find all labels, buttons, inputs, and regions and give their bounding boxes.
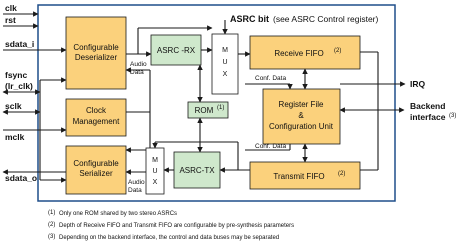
clock-management-block bbox=[65, 98, 127, 137]
mux-top bbox=[211, 33, 239, 95]
footnote-1-sup: (1) bbox=[48, 210, 55, 216]
conf-data-label-top: Conf. Data bbox=[255, 75, 286, 82]
pin-sdata-o: sdata_o bbox=[5, 173, 37, 183]
rom-sup: (1) bbox=[217, 105, 224, 111]
pin-clk: clk bbox=[5, 3, 17, 13]
regfile-label-3: Configuration Unit bbox=[269, 122, 334, 131]
rom-block bbox=[187, 101, 229, 119]
footnote-3-text: Depending on the backend interface, the … bbox=[59, 235, 279, 241]
regfile-label-1: Register File bbox=[279, 100, 324, 109]
asrc-tx-block bbox=[173, 151, 221, 189]
pin-sdata-i: sdata_i bbox=[5, 39, 34, 49]
footnote-3-sup: (3) bbox=[48, 234, 55, 240]
transmit-fifo-label: Transmit FIFO bbox=[273, 172, 324, 181]
clock-management-label-1: Clock bbox=[86, 106, 107, 115]
mux-bottom-x: X bbox=[153, 179, 158, 186]
asrc-tx-label: ASRC-TX bbox=[179, 166, 215, 175]
regfile-label-2: & bbox=[298, 111, 304, 120]
pin-rst: rst bbox=[5, 15, 16, 25]
footnote-1-text: Only one ROM shared by two stereo ASRCs bbox=[59, 211, 177, 217]
pin-fsync: fsync bbox=[5, 70, 27, 80]
transmit-fifo-sup: (2) bbox=[338, 171, 345, 177]
mux-bottom-u: U bbox=[152, 168, 157, 175]
clock-management-label-2: Management bbox=[73, 117, 120, 126]
receive-fifo-sup: (2) bbox=[334, 48, 341, 54]
serializer-label-2: Serializer bbox=[79, 169, 113, 178]
pin-backend-2: interface bbox=[410, 112, 446, 122]
audio-label-rx: Audio bbox=[130, 61, 147, 68]
mux-top-m: M bbox=[222, 47, 228, 54]
deserializer-label-2: Deserializer bbox=[75, 53, 118, 62]
rom-label: ROM bbox=[195, 106, 214, 115]
mux-bottom-m: M bbox=[152, 157, 158, 164]
asrc-bit-label: ASRC bit bbox=[230, 14, 269, 24]
pin-sclk: sclk bbox=[5, 101, 22, 111]
footnote-2-sup: (2) bbox=[48, 222, 55, 228]
pin-lr-clk: (lr_clk) bbox=[5, 81, 33, 91]
pin-mclk: mclk bbox=[5, 132, 25, 142]
configurable-deserializer-block bbox=[65, 16, 127, 90]
asrc-rx-block bbox=[150, 34, 202, 66]
data-label-tx: Data bbox=[128, 187, 142, 194]
pin-irq: IRQ bbox=[410, 79, 426, 89]
footnote-2-text: Depth of Receive FIFO and Transmit FIFO … bbox=[59, 223, 294, 229]
conf-data-label-bottom: Conf. Data bbox=[255, 143, 286, 150]
deserializer-label-1: Configurable bbox=[73, 43, 119, 52]
pin-backend-1: Backend bbox=[410, 101, 445, 111]
serializer-label-1: Configurable bbox=[73, 159, 119, 168]
mux-top-u: U bbox=[222, 59, 227, 66]
asrc-bit-note: (see ASRC Control register) bbox=[273, 14, 379, 24]
receive-fifo-label: Receive FIFO bbox=[274, 49, 323, 58]
transmit-fifo-block bbox=[249, 161, 361, 190]
data-label-rx: Data bbox=[130, 69, 144, 76]
asrc-rx-label: ASRC -RX bbox=[157, 46, 196, 55]
mux-top-x: X bbox=[223, 71, 228, 78]
audio-label-tx: Audio bbox=[128, 179, 145, 186]
pin-backend-sup: (3) bbox=[449, 113, 456, 119]
register-file-config-unit-block bbox=[262, 88, 341, 145]
